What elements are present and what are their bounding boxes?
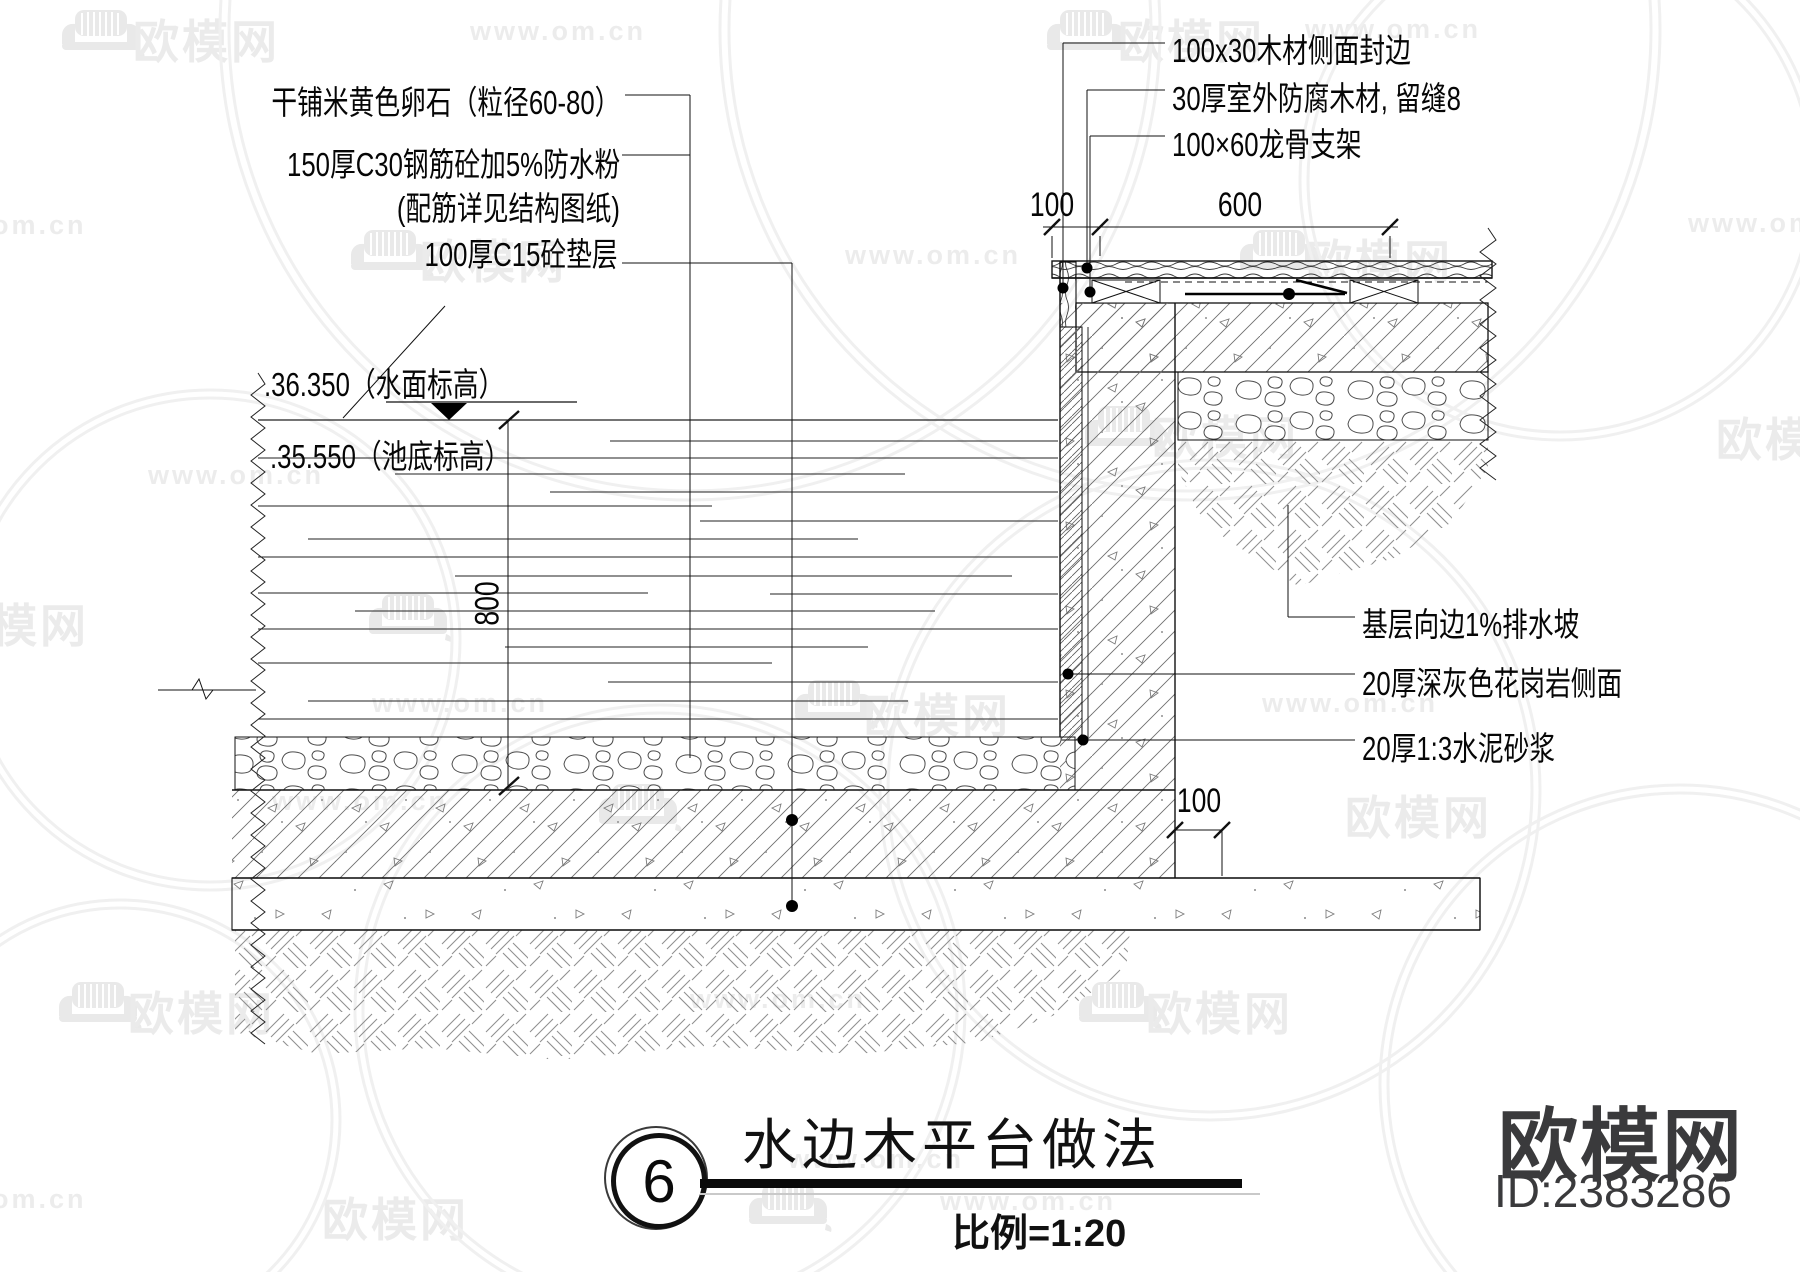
sofa-watermark-icon [1046, 10, 1130, 58]
pebble-band-left [234, 736, 1076, 791]
pond-slab [232, 790, 1175, 878]
slope-arrow [1185, 278, 1348, 300]
url-watermark: www.om.cn [470, 16, 647, 46]
brand-watermark: 欧模网 [1345, 792, 1492, 844]
sofa-watermark-icon [350, 230, 434, 278]
leader-dots [786, 262, 1096, 912]
brand-watermark: 欧模网 [322, 1194, 469, 1246]
url-watermark: om.cn [0, 1184, 87, 1214]
brand-watermark: 欧模网 [1146, 988, 1293, 1040]
url-watermark: www.om.cn [372, 688, 549, 718]
url-watermark: www.om.cn [940, 1186, 1117, 1216]
url-watermark: om.cn [0, 210, 87, 240]
cushion-layer [231, 877, 1481, 931]
sofa-watermark-icon [61, 10, 145, 58]
sofa-watermark-icon [368, 594, 452, 642]
brand-watermark: 欧模网 [133, 16, 280, 68]
brand-watermark: 欧模网 [420, 236, 567, 288]
water-level-marker [386, 401, 577, 420]
sofa-watermark-icon [748, 1184, 832, 1232]
structure-edges [158, 262, 1492, 931]
keel-boxes [1091, 279, 1419, 304]
brand-watermark: 欧模网 [1716, 414, 1800, 466]
earth-bottom [235, 930, 1130, 1060]
sofa-watermark-icon [794, 680, 878, 728]
pebble-band-right [1177, 371, 1489, 441]
url-watermark: www.om.cn [845, 240, 1022, 270]
url-watermark: www.om.cn [1688, 208, 1800, 238]
sofa-watermark-icon [58, 982, 142, 1030]
url-watermark: www.om.cn [1262, 688, 1439, 718]
wood-edge-seal [1059, 261, 1077, 328]
water-lines [258, 419, 1058, 720]
deck-plank [1051, 260, 1493, 279]
dimension-lines [498, 218, 1399, 876]
brand-watermark: 欧模网 [0, 600, 89, 652]
break-lines [250, 227, 1497, 1045]
sofa-watermark-icon [1078, 982, 1162, 1030]
brand-watermark: 欧模网 [1118, 16, 1265, 68]
url-watermark: www.om.cn [148, 460, 325, 490]
earth-right [1178, 440, 1488, 586]
url-watermark: www.om.cn [1305, 14, 1482, 44]
region-fills [231, 260, 1493, 1060]
leader-lines [342, 42, 1355, 906]
